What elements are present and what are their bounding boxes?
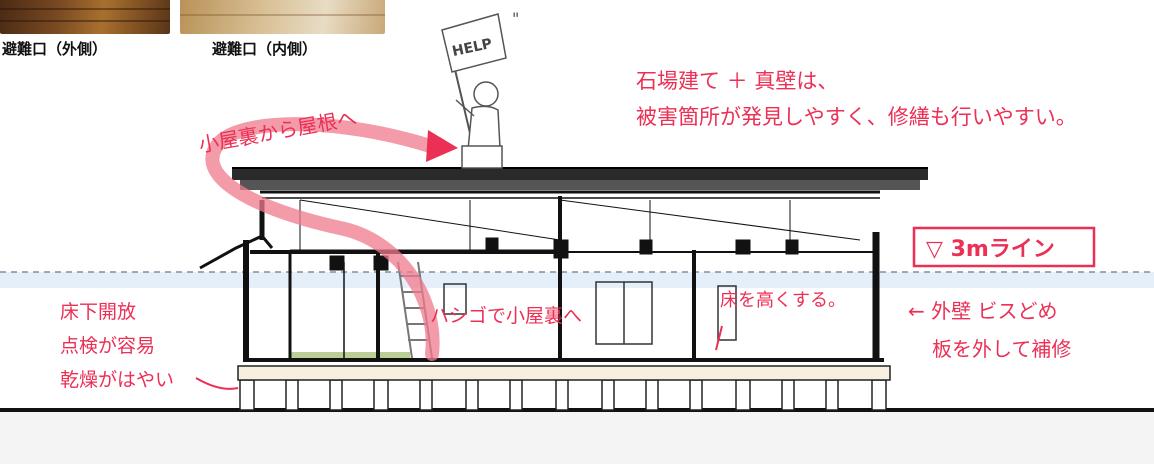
foundation-arrow [195, 377, 239, 390]
ladder-note: ハシゴで小屋裏へ [430, 305, 582, 327]
outer-wall-note-1: ← 外壁 ビスどめ [908, 299, 1057, 323]
line-3m-text: ▽ 3mライン [926, 237, 1055, 262]
floor-open-note-1: 床下開放 [60, 301, 136, 323]
flood-line-3m [0, 271, 1154, 288]
roof [232, 167, 928, 199]
raise-floor-note: 床を高くする。 [720, 290, 846, 311]
ground [0, 408, 1154, 464]
floor-structure [237, 352, 891, 381]
photo-caption-outside: 避難口（外側） [2, 40, 108, 58]
evacuation-exit-inside-photo [180, 0, 385, 34]
floor-open-note-3: 乾燥がはやい [60, 369, 174, 391]
photo-caption-inside: 避難口（内側） [212, 40, 318, 58]
floor-open-note-2: 点検が容易 [60, 335, 155, 357]
escape-route-arrow [205, 117, 458, 361]
structure-note-line1: 石場建て ＋ 真壁は、 [636, 69, 838, 93]
person-with-help-flag: HELP [441, 13, 507, 169]
foundation-piers [239, 379, 887, 411]
line-3m-label: ▽ 3mライン [912, 226, 1096, 268]
attic-to-roof-note: 小屋裏から屋根へ [197, 106, 359, 157]
windows [443, 281, 737, 345]
outer-wall-note-2: 板を外して補修 [932, 337, 1071, 361]
floor-arrow [715, 325, 723, 351]
evacuation-exit-outside-photo [0, 0, 170, 34]
shout-mark: " [512, 9, 519, 28]
structure-note-line2: 被害箇所が発見しやすく、修繕も行いやすい。 [636, 105, 1077, 129]
